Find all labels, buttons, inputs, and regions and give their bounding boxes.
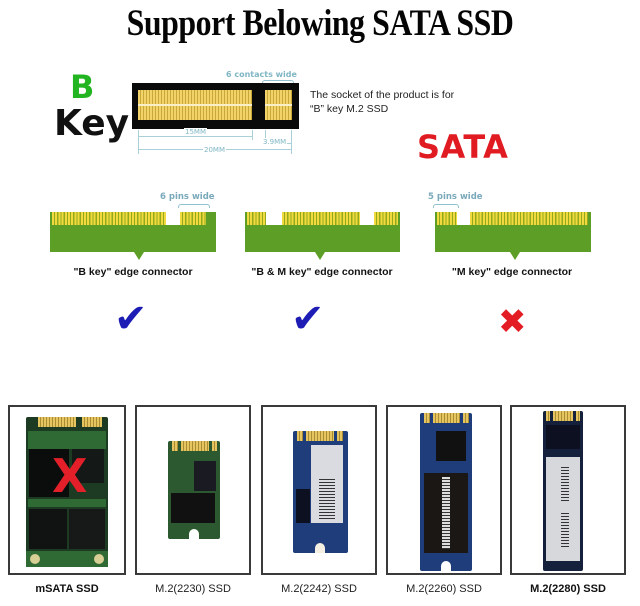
dimension-tick <box>252 130 253 140</box>
m2-2260-ssd-image <box>420 413 472 571</box>
connector-contacts <box>424 413 430 423</box>
edge-connector-label: "B & M key" edge connector <box>251 266 393 278</box>
gold-contacts <box>374 212 398 225</box>
gold-contacts <box>52 212 166 225</box>
connector-contacts <box>337 431 343 441</box>
barcode <box>561 511 569 547</box>
dimension-label-15mm: 15MM <box>184 128 207 136</box>
m-key-edge-connector <box>435 212 591 260</box>
chip <box>171 493 215 523</box>
ssd-label-msata: mSATA SSD <box>35 583 99 595</box>
mount-notch <box>189 529 199 539</box>
edge-connector-label: "M key" edge connector <box>451 266 573 278</box>
gold-contacts <box>247 212 266 225</box>
chip <box>72 449 104 483</box>
gold-contacts <box>437 212 457 225</box>
m2-2280-ssd-image <box>543 411 583 571</box>
connector-contacts <box>172 441 178 451</box>
dimension-tick <box>291 130 292 154</box>
connector-contacts <box>181 441 209 451</box>
pcb-strip <box>26 551 108 567</box>
supported-check-icon: ✔ <box>291 296 325 342</box>
ssd-card-2230 <box>135 405 251 575</box>
key-notch <box>266 212 282 225</box>
controller-chip <box>546 425 580 449</box>
connector-contacts <box>212 441 217 451</box>
pins-wide-label: 6 pins wide <box>160 192 215 202</box>
connector-contacts <box>553 411 573 421</box>
m2-2242-ssd-image <box>293 431 348 553</box>
b-m-key-edge-connector <box>245 212 400 260</box>
connector-contacts <box>546 411 550 421</box>
key-notch <box>166 212 180 225</box>
chip <box>29 449 69 497</box>
mount-hole <box>94 554 104 564</box>
gold-contacts <box>282 212 360 225</box>
mount-hole <box>30 554 40 564</box>
connector-contacts <box>297 431 303 441</box>
gold-contacts <box>180 212 206 225</box>
b-key-edge-connector <box>50 212 216 260</box>
chip <box>29 509 67 549</box>
supported-check-icon: ✔ <box>114 296 148 342</box>
socket-description-line1: The socket of the product is for <box>310 89 455 101</box>
gold-contacts <box>470 212 588 225</box>
page-title: Support Belowing SATA SSD <box>126 3 514 44</box>
ssd-label-2280: M.2(2280) SSD <box>530 583 606 595</box>
mount-notch <box>441 561 451 571</box>
pins-brace-icon <box>178 204 210 208</box>
pointer-icon <box>134 252 144 260</box>
barcode <box>561 465 569 501</box>
socket-pins-long <box>138 90 252 120</box>
connector-contacts <box>38 417 76 427</box>
pcb-strip <box>28 431 106 449</box>
dimension-label-20mm: 20MM <box>203 146 226 154</box>
chip <box>194 461 216 491</box>
edge-connector-label: "B key" edge connector <box>73 266 193 278</box>
unsupported-overlay-icon: X <box>52 449 88 503</box>
contacts-width-label: 6 contacts wide <box>226 70 297 79</box>
m2-socket-diagram <box>132 83 299 129</box>
unsupported-cross-icon: ✖ <box>498 302 527 342</box>
key-letter: B <box>70 68 95 106</box>
key-notch <box>457 212 470 225</box>
socket-description: The socket of the product is for “B” key… <box>310 88 454 116</box>
connector-contacts <box>82 417 102 427</box>
controller-chip <box>436 431 466 461</box>
dimension-label-3-9mm: 3.9MM <box>262 138 288 146</box>
ssd-card-msata: X <box>8 405 126 575</box>
mount-notch <box>315 543 325 553</box>
barcode <box>442 477 450 549</box>
barcode <box>319 479 335 519</box>
ssd-label-2230: M.2(2230) SSD <box>155 583 231 595</box>
socket-pins-short <box>265 90 292 120</box>
dimension-line-15mm <box>138 136 252 137</box>
dimension-tick <box>138 130 139 154</box>
ssd-card-2280 <box>510 405 626 575</box>
chip <box>296 489 310 523</box>
connector-contacts <box>306 431 334 441</box>
chip <box>69 509 105 549</box>
pcb-strip <box>28 499 106 507</box>
contacts-brace-icon <box>262 80 294 84</box>
pointer-icon <box>315 252 325 260</box>
pins-wide-label: 5 pins wide <box>428 192 483 202</box>
connector-contacts <box>463 413 469 423</box>
connector-contacts <box>576 411 580 421</box>
ssd-card-2260 <box>386 405 502 575</box>
interface-label: SATA <box>417 128 509 166</box>
msata-ssd-image: X <box>26 417 108 567</box>
key-word: Key <box>54 103 130 144</box>
ssd-card-2242 <box>261 405 377 575</box>
ssd-label-2260: M.2(2260) SSD <box>406 583 482 595</box>
key-notch <box>360 212 374 225</box>
ssd-label-2242: M.2(2242) SSD <box>281 583 357 595</box>
pins-brace-icon <box>433 204 459 208</box>
m2-2230-ssd-image <box>168 441 220 539</box>
socket-description-line2: “B” key M.2 SSD <box>310 103 389 115</box>
pointer-icon <box>510 252 520 260</box>
connector-contacts <box>433 413 460 423</box>
